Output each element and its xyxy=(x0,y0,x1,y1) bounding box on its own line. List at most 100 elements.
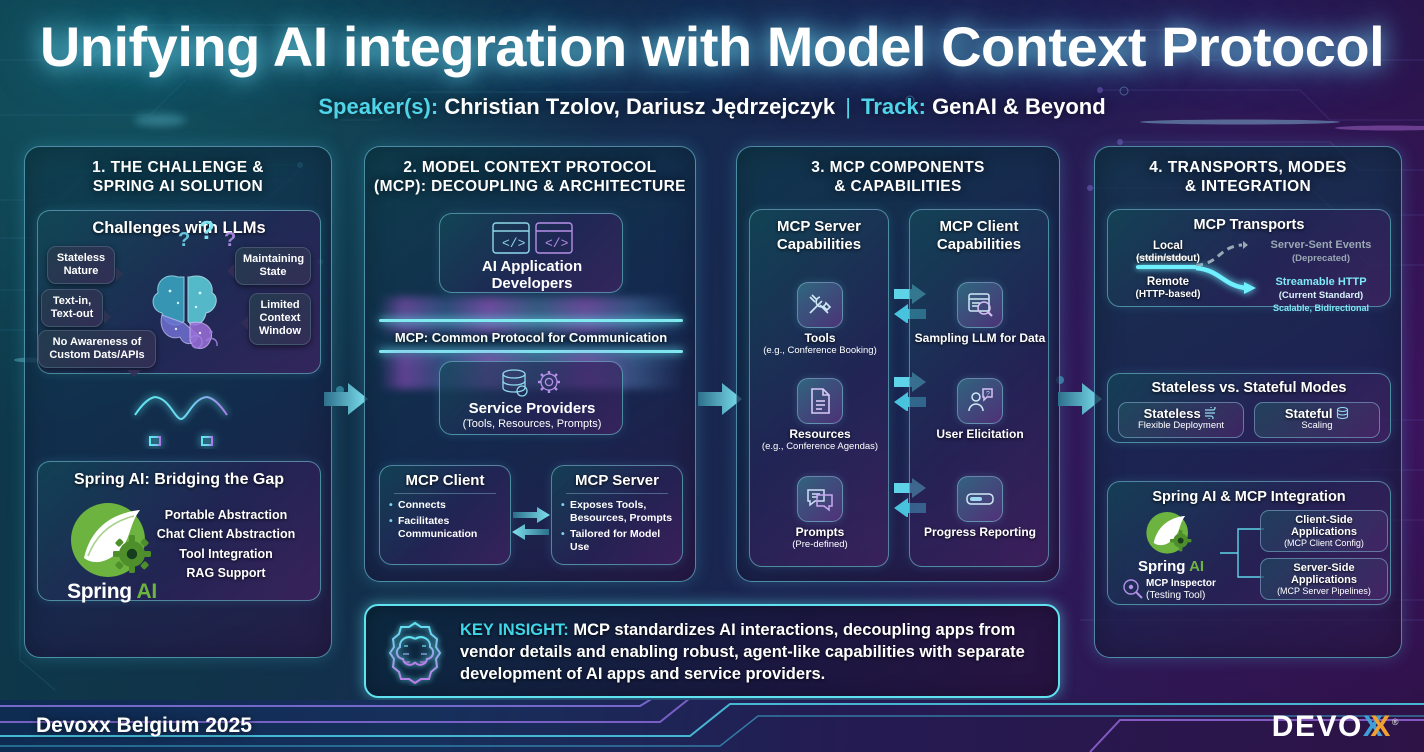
modes-title: Stateless vs. Stateful Modes xyxy=(1151,380,1347,396)
panel3-title: 3. MCP COMPONENTS & CAPABILITIES xyxy=(737,147,1059,201)
brain-gear-icon xyxy=(388,621,442,685)
capability-user-elicitation: ? User Elicitation xyxy=(910,378,1050,442)
panel2-title-line1: 2. MODEL CONTEXT PROTOCOL xyxy=(403,159,657,176)
transport-sse-label: Server-Sent Events (Deprecated) xyxy=(1270,239,1372,264)
subtitle-separator: | xyxy=(845,94,851,119)
client-cap-label: Progress Reporting xyxy=(923,525,1037,539)
mcp-client-list: Connects Facilitates Communication xyxy=(380,499,510,541)
svg-text:</>: </> xyxy=(502,236,526,251)
panel1-title-line2: SPRING AI SOLUTION xyxy=(92,178,264,196)
subtitle-bar: Speaker(s): Christian Tzolov, Dariusz Ję… xyxy=(0,94,1424,120)
panel2-title: 2. MODEL CONTEXT PROTOCOL (MCP): DECOUPL… xyxy=(365,147,695,201)
question-mark-1: ? xyxy=(178,229,190,251)
magnifier-window-icon xyxy=(957,282,1003,328)
client-server-double-arrow xyxy=(512,507,550,540)
panel-mcp-architecture: 2. MODEL CONTEXT PROTOCOL (MCP): DECOUPL… xyxy=(364,146,696,582)
svg-text:</>: </> xyxy=(545,236,569,251)
track-label: Track: xyxy=(861,94,926,119)
flow-arrow-3 xyxy=(1058,383,1102,415)
protocol-glow-top xyxy=(379,297,683,333)
protocol-bar-label: MCP: Common Protocol for Communication xyxy=(394,330,668,345)
track-name: GenAI & Beyond xyxy=(932,94,1106,119)
mcp-inspector-icon xyxy=(1123,579,1143,599)
stateless-mode-box: Stateless Flexible Deployment xyxy=(1118,402,1244,438)
bridge-icon xyxy=(134,395,228,446)
page-title: Unifying AI integration with Model Conte… xyxy=(39,15,1385,78)
integration-connector-lines xyxy=(1220,528,1264,578)
divider xyxy=(566,493,668,494)
devoxx-logo-registered: ® xyxy=(1391,717,1400,727)
database-gear-icon xyxy=(502,369,560,397)
panel3-title-line2: & CAPABILITIES xyxy=(834,178,962,196)
client-caps-heading: MCP Client Capabilities xyxy=(936,218,1022,253)
capability-prompts: Prompts (Pre-defined) xyxy=(750,476,890,550)
mcp-transports-title: MCP Transports xyxy=(1193,217,1305,233)
key-insight-box: KEY INSIGHT: MCP standardizes AI interac… xyxy=(364,604,1060,698)
key-insight-label: KEY INSIGHT: xyxy=(460,621,569,639)
header: Unifying AI integration with Model Conte… xyxy=(0,0,1424,136)
footer-event-label: Devoxx Belgium 2025 xyxy=(36,714,252,737)
panel3-title-line1: 3. MCP COMPONENTS xyxy=(811,159,985,176)
spring-ai-wordmark: Spring AI xyxy=(67,580,157,603)
devoxx-logo-main: DEVO xyxy=(1271,710,1363,743)
client-cap-label: User Elicitation xyxy=(936,427,1024,441)
capability-sampling-llm: Sampling LLM for Data xyxy=(910,282,1050,346)
key-insight-text: KEY INSIGHT: MCP standardizes AI interac… xyxy=(460,620,1046,685)
stateful-mode-box: Stateful Scaling xyxy=(1254,402,1380,438)
devoxx-logo-x-orange: X xyxy=(1370,710,1392,743)
panel4-title-line1: 4. TRANSPORTS, MODES xyxy=(1149,159,1347,176)
protocol-line-top xyxy=(379,319,683,322)
spring-ai-card: Spring AI: Bridging the Gap xyxy=(37,461,321,603)
stateless-sub: Flexible Deployment xyxy=(1137,420,1225,431)
spring-feature: RAG Support xyxy=(186,566,266,580)
stateless-stateful-modes-card: Stateless vs. Stateful Modes Stateless F… xyxy=(1107,373,1391,443)
question-mark-3: ? xyxy=(224,229,236,251)
footer: Devoxx Belgium 2025 DEVOXX® xyxy=(0,700,1424,752)
spring-feature: Chat Client Abstraction xyxy=(156,527,296,541)
transport-local-label: Local (stdin/stdout) xyxy=(1136,240,1200,264)
spring-feature: Portable Abstraction xyxy=(164,507,288,522)
flow-arrow-1 xyxy=(324,383,368,415)
mcp-client-capabilities-card: MCP Client Capabilities Sampling LLM for… xyxy=(909,209,1049,567)
stateful-name: Stateful xyxy=(1255,406,1379,421)
speaker-label: Speaker(s): xyxy=(318,94,439,119)
challenges-card: Challenges with LLMs ? ? ? xyxy=(37,210,321,378)
mcp-client-title: MCP Client xyxy=(405,472,485,489)
key-insight-body: MCP standardizes AI interactions, decoup… xyxy=(460,621,1025,683)
transport-flow-diagram xyxy=(1136,241,1256,294)
database-icon xyxy=(1337,406,1349,420)
code-windows-icon: </> </> xyxy=(492,222,573,254)
capability-resources: Resources (e.g., Conference Agendas) xyxy=(750,378,890,452)
mcp-inspector-label: MCP Inspector (Testing Tool) xyxy=(1146,578,1216,601)
question-mark-2: ? xyxy=(199,215,215,245)
server-side-applications-box: Server-Side Applications (MCP Server Pip… xyxy=(1260,558,1388,600)
capability-tools: Tools (e.g., Conference Booking) xyxy=(750,282,890,356)
service-providers-card: Service Providers (Tools, Resources, Pro… xyxy=(439,361,623,435)
spring-feature: Tool Integration xyxy=(179,546,273,561)
svg-text:?: ? xyxy=(986,391,990,398)
spring-ai-mcp-integration-card: Spring AI & MCP Integration Spring AI xyxy=(1107,481,1391,605)
footer-decoration xyxy=(0,700,1424,752)
panel-mcp-components: 3. MCP COMPONENTS & CAPABILITIES MCP Ser… xyxy=(736,146,1060,582)
panel-challenge-spring-ai: 1. THE CHALLENGE & SPRING AI SOLUTION Ch… xyxy=(24,146,332,658)
wind-icon xyxy=(1205,405,1216,421)
mcp-server-title: MCP Server xyxy=(575,472,659,489)
user-question-icon: ? xyxy=(957,378,1003,424)
client-cap-label: Sampling LLM for Data xyxy=(914,331,1046,345)
protocol-line-bottom xyxy=(379,350,683,353)
progress-bar-icon xyxy=(957,476,1003,522)
bubble-maintaining-state: Maintaining State xyxy=(227,247,311,286)
tools-icon xyxy=(797,282,843,328)
chat-bubbles-icon xyxy=(797,476,843,522)
bubble-no-awareness: No Awareness of Custom Dats/APIs xyxy=(38,330,156,378)
integration-spring-wordmark: Spring AI xyxy=(1137,558,1205,575)
client-side-applications-box: Client-Side Applications (MCP Client Con… xyxy=(1260,510,1388,552)
panel2-title-line2: (MCP): DECOUPLING & ARCHITECTURE xyxy=(374,178,686,196)
mcp-server-list: Exposes Tools, Besources, Prompts Tailor… xyxy=(552,499,682,555)
mcp-transports-card: MCP Transports Local (stdin/stdout) Remo… xyxy=(1107,209,1391,313)
mcp-server-capabilities-card: MCP Server Capabilities Tools (e.g., Con… xyxy=(749,209,889,567)
capability-progress-reporting: Progress Reporting xyxy=(910,476,1050,540)
stateless-name: Stateless xyxy=(1119,405,1243,421)
bubble-stateless-nature: Stateless Nature xyxy=(47,246,123,285)
